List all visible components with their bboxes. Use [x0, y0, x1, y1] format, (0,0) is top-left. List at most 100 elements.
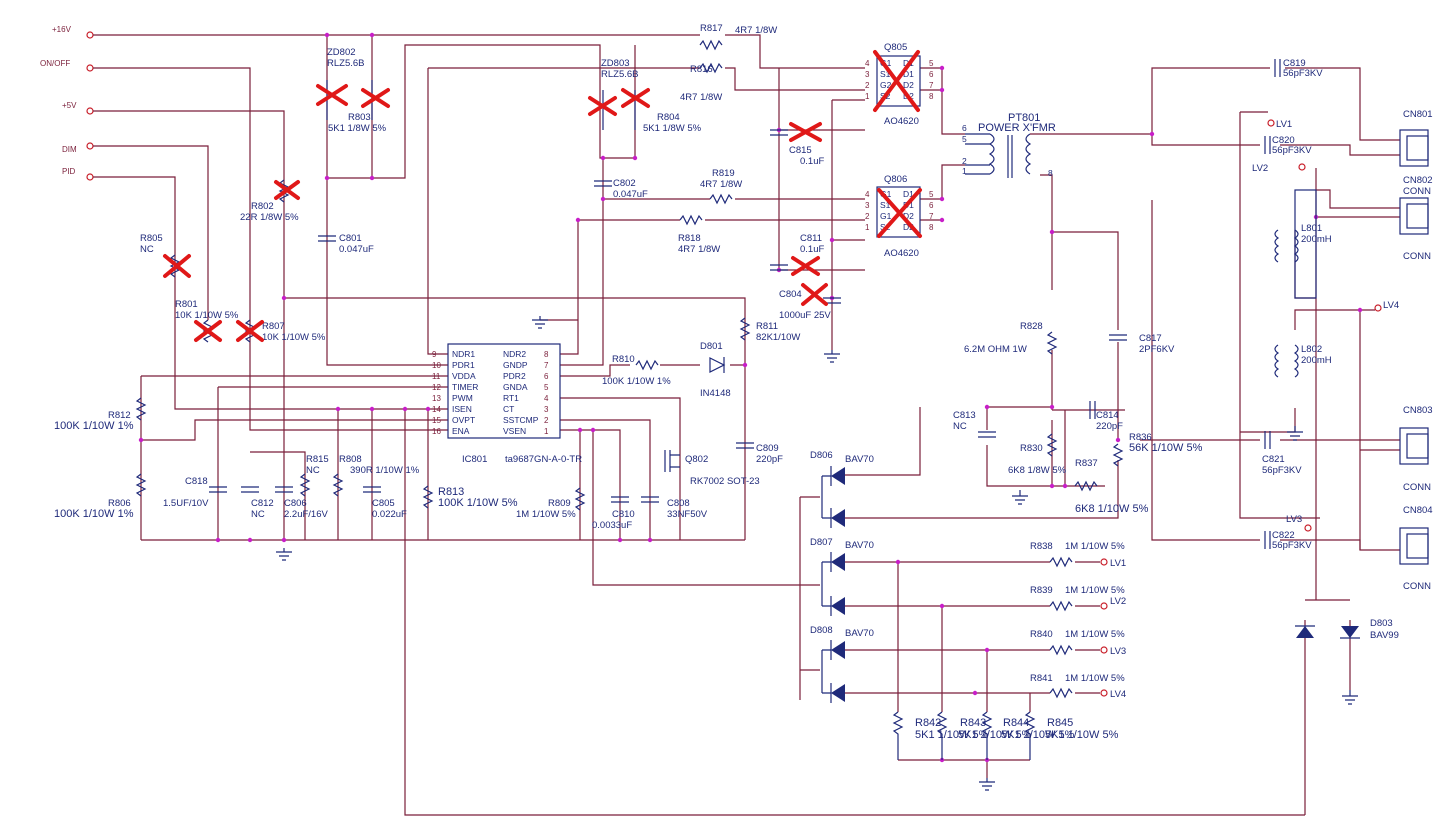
net-label-16v: +16V: [52, 25, 72, 34]
ground-icon: [979, 778, 995, 791]
r839-ref: R839: [1030, 585, 1053, 596]
r830-symbol: [1046, 433, 1058, 457]
r836-symbol: [1112, 443, 1124, 467]
r815-value: NC: [306, 465, 320, 476]
c812-symbol: [241, 486, 259, 493]
net-label-lv1-out: LV1: [1110, 558, 1126, 569]
c813-value: NC: [953, 421, 967, 432]
c801-value: 0.047uF: [339, 244, 374, 255]
r830-ref: R830: [1020, 443, 1043, 454]
pt801-pin: 1: [962, 166, 967, 176]
d807-ref: D807: [810, 537, 833, 548]
ic801-pin-number: 14: [432, 405, 441, 414]
junction-dot: [1357, 307, 1363, 313]
r842-symbol: [892, 711, 904, 760]
output-nets: LV1 LV2 LV4 LV3 LV1 LV2 LV3 LV4: [1100, 119, 1399, 700]
q805-pin-name: D2: [903, 80, 914, 90]
r838-symbol: [1049, 556, 1073, 568]
pt801-primary-coil: [988, 133, 995, 175]
c822-symbol: [1264, 531, 1271, 549]
c821-value: 56pF3KV: [1262, 465, 1302, 476]
ic801-ref: IC801: [462, 454, 487, 465]
port-16v: [86, 31, 94, 39]
r819-ref: R819: [712, 168, 735, 179]
c809-value: 220pF: [756, 454, 783, 465]
net-label-lv1: LV1: [1276, 119, 1292, 130]
ic801-pin-name: ENA: [452, 426, 470, 436]
r845-value: 5K1 1/10W 5%: [1045, 729, 1119, 741]
pt801-pin: 2: [962, 156, 967, 166]
cn804-type: CONN: [1403, 581, 1431, 592]
junction-dot: [1149, 131, 1155, 137]
q805-pin-number: 2: [865, 81, 870, 90]
cn802-socket: [1406, 203, 1429, 229]
d801-ref: D801: [700, 341, 723, 352]
ic801-pin-number: 16: [432, 427, 441, 436]
r810-symbol: [635, 359, 659, 371]
ic801-pin-name: PDR2: [503, 371, 526, 381]
d808-value: BAV70: [845, 628, 874, 639]
cn801-body: [1399, 129, 1429, 167]
q805-pin-number: 6: [929, 70, 934, 79]
junction-dot: [600, 196, 606, 202]
l801-primary: [1274, 229, 1280, 263]
remove-mark-icon: [873, 50, 920, 112]
pt801-ref: PT801: [1008, 112, 1040, 124]
junction-dot: [972, 690, 978, 696]
q806-pin-number: 6: [929, 201, 934, 210]
ic801-pin-name: TIMER: [452, 382, 478, 392]
cn803-socket: [1406, 433, 1429, 459]
q805-pin-number: 8: [929, 92, 934, 101]
c818-value: 1.5UF/10V: [163, 498, 209, 509]
q806-pin-number: 5: [929, 190, 934, 199]
cn804-ref: CN804: [1403, 505, 1433, 516]
r837-ref: R837: [1075, 458, 1098, 469]
ic801-pin-name: CT: [503, 404, 514, 414]
junction-dot: [617, 537, 623, 543]
junction-dot: [742, 362, 748, 368]
r845-symbol: [1024, 711, 1036, 760]
port-lv2: [1298, 163, 1306, 171]
r806-ref: R806: [108, 498, 131, 509]
ic801-pin-number: 12: [432, 383, 441, 392]
r818-ref: R818: [678, 233, 701, 244]
net-label-dim: DIM: [62, 145, 77, 154]
d807-symbol: [821, 552, 845, 616]
remove-mark-icon: [877, 188, 922, 238]
d808-symbol: [821, 640, 845, 703]
r809-ref: R809: [548, 498, 571, 509]
r844-value: 5K1 1/10W 5%: [1001, 729, 1075, 741]
net-label-lv2-out: LV2: [1110, 596, 1126, 607]
cn802-body: [1399, 197, 1429, 235]
q805-ref: Q805: [884, 42, 907, 53]
q802-symbol: [664, 450, 680, 472]
r836-value: 56K 1/10W 5%: [1129, 442, 1203, 454]
net-label-lv4: LV4: [1383, 300, 1399, 311]
r828-symbol: [1046, 331, 1058, 355]
r845-ref: R845: [1047, 717, 1073, 729]
cn801-socket: [1406, 135, 1429, 161]
c805-ref: C805: [372, 498, 395, 509]
r810-value: 100K 1/10W 1%: [602, 376, 671, 387]
junction-dot: [1049, 404, 1055, 410]
c817-symbol: [1109, 334, 1127, 341]
transformer-pt801: PT801 POWER X'FMR 6 5 2 1 8: [962, 112, 1056, 178]
ground-icon: [532, 316, 548, 329]
ic801-pin-name: ISEN: [452, 404, 472, 414]
q805-pin-number: 3: [865, 70, 870, 79]
c809-symbol: [736, 442, 754, 449]
ic801-pin-number: 10: [432, 361, 441, 370]
r818-symbol: [679, 214, 703, 226]
ic801-pin-name: NDR1: [452, 349, 475, 359]
q806-pin-name: D2: [903, 222, 914, 232]
cn801-type: CONN: [1403, 186, 1431, 197]
r807-symbol: [244, 319, 256, 343]
remove-mark-icon: [789, 122, 822, 142]
r816-value: 4R7 1/8W: [680, 92, 722, 103]
remove-mark-icon: [588, 96, 617, 116]
remove-mark-icon: [194, 320, 222, 342]
l802-secondary: [1293, 344, 1299, 378]
r840-symbol: [1049, 644, 1073, 656]
